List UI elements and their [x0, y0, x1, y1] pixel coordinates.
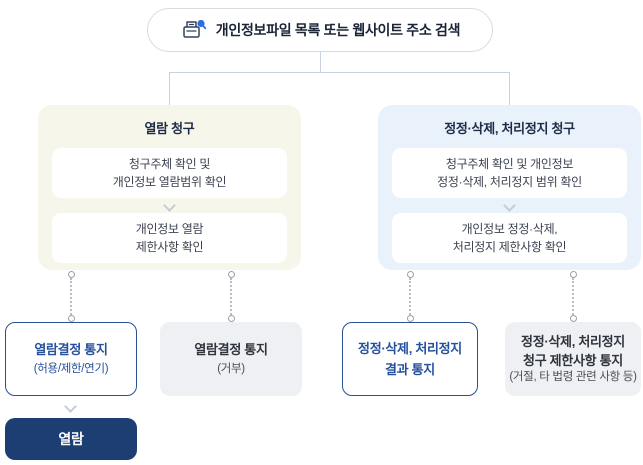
outcome-title: 열람결정 통지	[194, 342, 268, 358]
panel-access-request: 열람 청구 청구주체 확인 및 개인정보 열람범위 확인 개인정보 열람 제한사…	[38, 105, 301, 270]
chevron-down-icon	[64, 400, 77, 413]
dotted-connector	[68, 271, 75, 322]
outcome-access-denial-notice: 열람결정 통지 (거부)	[160, 322, 302, 396]
step-line: 개인정보 열람범위 확인	[112, 175, 227, 189]
step-line: 청구주체 확인 및	[128, 157, 211, 171]
dotted-connector	[570, 271, 577, 322]
search-pill: 개인정보파일 목록 또는 웹사이트 주소 검색	[147, 8, 493, 52]
dotted-connector	[228, 271, 235, 322]
step-access-restrictions: 개인정보 열람 제한사항 확인	[52, 213, 287, 263]
outcome-title: 정정·삭제, 처리정지	[521, 333, 625, 349]
step-line: 정정·삭제, 처리정지 범위 확인	[437, 175, 582, 189]
outcome-note: (거부)	[217, 362, 245, 375]
outcome-note: (허용/제한/연기)	[33, 362, 109, 375]
outcome-note: (거절, 타 법령 관련 사항 등)	[509, 371, 637, 384]
panel-correction-title: 정정·삭제, 처리정지 청구	[444, 121, 575, 136]
outcome-title: 청구 제한사항 통지	[523, 352, 623, 368]
chevron-down-icon	[163, 199, 176, 212]
outcome-title: 결과 통지	[385, 361, 435, 377]
connector-left-drop	[169, 72, 170, 105]
step-line: 개인정보 열람	[135, 222, 204, 236]
step-correction-restrictions: 개인정보 정정·삭제, 처리정지 제한사항 확인	[392, 213, 627, 263]
connector-right-drop	[509, 72, 510, 105]
step-access-verify: 청구주체 확인 및 개인정보 열람범위 확인	[52, 148, 287, 198]
outcome-access-decision-notice: 열람결정 통지 (허용/제한/연기)	[5, 322, 137, 396]
step-line: 청구주체 확인 및 개인정보	[445, 157, 574, 171]
dotted-connector	[407, 271, 414, 322]
outcome-correction-result-notice: 정정·삭제, 처리정지 결과 통지	[342, 322, 478, 396]
connector-stem	[320, 52, 321, 72]
search-pill-label: 개인정보파일 목록 또는 웹사이트 주소 검색	[215, 22, 461, 38]
step-line: 처리정지 제한사항 확인	[452, 240, 567, 254]
outcome-title: 열람결정 통지	[34, 342, 108, 358]
final-access-box: 열람	[5, 418, 137, 460]
document-search-icon	[183, 19, 206, 38]
step-correction-verify: 청구주체 확인 및 개인정보 정정·삭제, 처리정지 범위 확인	[392, 148, 627, 198]
outcome-title: 정정·삭제, 처리정지	[358, 340, 462, 356]
step-line: 개인정보 정정·삭제,	[461, 222, 558, 236]
connector-branch	[169, 72, 510, 73]
panel-access-title: 열람 청구	[144, 121, 195, 136]
panel-correction-request: 정정·삭제, 처리정지 청구 청구주체 확인 및 개인정보 정정·삭제, 처리정…	[378, 105, 641, 270]
chevron-down-icon	[503, 199, 516, 212]
outcome-correction-restriction-notice: 정정·삭제, 처리정지 청구 제한사항 통지 (거절, 타 법령 관련 사항 등…	[505, 322, 641, 396]
step-line: 제한사항 확인	[135, 240, 204, 254]
